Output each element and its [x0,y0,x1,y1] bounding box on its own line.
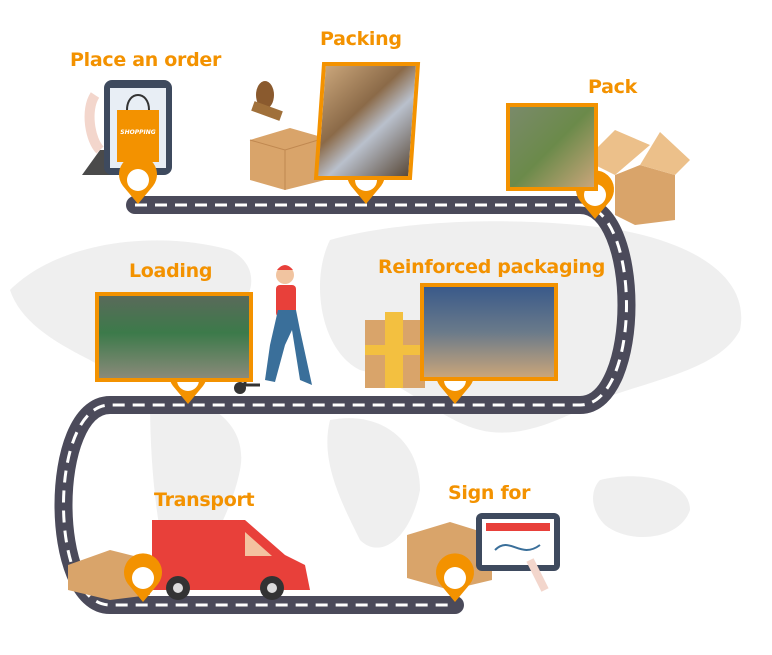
step-label-reinforced-packaging: Reinforced packaging [378,256,605,278]
stamp-box-icon [249,81,326,190]
phone-shopping-icon: SHOPPING [82,80,172,175]
open-box-icon [585,130,690,225]
pack-photo [506,103,598,191]
step-label-pack: Pack [588,76,637,98]
step-label-loading: Loading [129,260,213,282]
pin-icon [436,553,474,602]
bag-text: SHOPPING [120,129,155,136]
taped-boxes-icon [365,312,425,388]
step-label-place-order: Place an order [70,49,222,71]
loading-photo [95,292,253,382]
step-label-packing: Packing [320,28,402,50]
reinforced-packaging-photo [420,283,558,381]
pin-icon [119,155,157,204]
pin-icon [124,553,162,602]
step-label-transport: Transport [154,489,255,511]
packing-photo [313,62,421,180]
tablet-signature-icon [407,513,560,592]
step-label-sign-for: Sign for [448,482,531,504]
delivery-van-icon [68,520,310,600]
